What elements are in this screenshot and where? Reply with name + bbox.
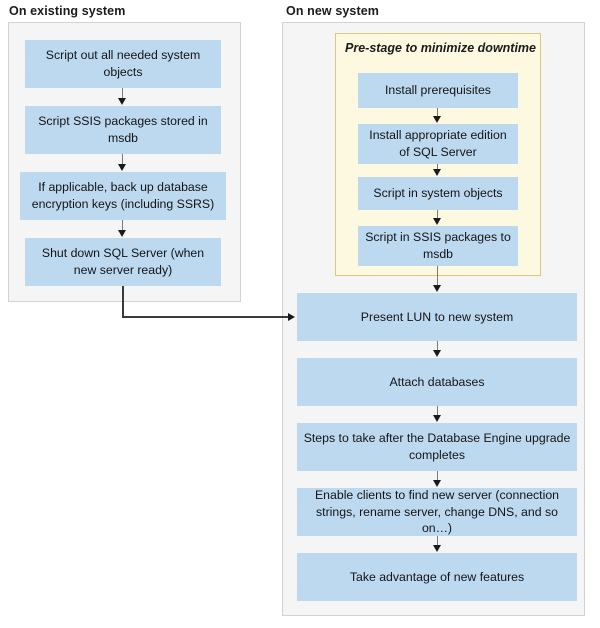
arrow-down-icon [433,169,442,176]
node-label: Enable clients to find new server (conne… [314,488,560,536]
node-label: Attach databases [389,374,485,389]
node-label: Shut down SQL Server (when new server re… [41,246,205,277]
arrow-down-icon [433,350,442,357]
arrow-down-icon [433,480,442,487]
prestage-group-title: Pre-stage to minimize downtime [345,41,537,55]
connector-line [122,220,124,231]
node-script-in-ssis-packages[interactable]: Script in SSIS packages to msdb [358,226,518,266]
node-label: Install prerequisites [385,83,491,98]
connector-line [437,266,439,286]
node-steps-after-upgrade[interactable]: Steps to take after the Database Engine … [297,423,577,471]
arrow-down-icon [118,98,127,105]
node-present-lun[interactable]: Present LUN to new system [297,293,577,341]
node-label: If applicable, back up database encrypti… [31,180,215,211]
connector-line [437,108,439,117]
connector-line [437,406,439,416]
node-label: Script SSIS packages stored in msdb [38,114,208,145]
node-label: Script in system objects [373,186,503,201]
node-script-ssis-packages[interactable]: Script SSIS packages stored in msdb [25,106,221,154]
node-shut-down-sql-server[interactable]: Shut down SQL Server (when new server re… [25,238,221,286]
connector-line [437,536,439,546]
node-backup-encryption-keys[interactable]: If applicable, back up database encrypti… [20,172,226,220]
node-label: Script in SSIS packages to msdb [365,230,511,261]
arrow-down-icon [433,285,442,292]
node-install-prerequisites[interactable]: Install prerequisites [358,73,518,108]
arrow-right-icon [288,312,295,321]
connector-line [122,154,124,165]
arrow-down-icon [433,545,442,552]
node-label: Steps to take after the Database Engine … [303,431,571,462]
arrow-down-icon [433,116,442,123]
connector-line [437,210,439,219]
node-script-out-system-objects[interactable]: Script out all needed system objects [25,40,221,88]
connector-line [437,471,439,481]
connector-line [437,164,439,170]
connector-line [437,341,439,351]
node-label: Install appropriate edition of SQL Serve… [369,128,507,159]
panel-title-existing-system: On existing system [9,4,126,18]
arrow-down-icon [433,218,442,225]
node-label: Script out all needed system objects [45,48,201,79]
node-label: Present LUN to new system [360,309,514,324]
arrow-down-icon [433,415,442,422]
cross-panel-connector-vertical [122,286,124,317]
node-install-sql-server-edition[interactable]: Install appropriate edition of SQL Serve… [358,124,518,164]
panel-title-new-system: On new system [286,4,379,18]
node-label: Take advantage of new features [349,569,525,584]
cross-panel-connector-horizontal [122,316,290,318]
node-attach-databases[interactable]: Attach databases [297,358,577,406]
connector-line [122,88,124,99]
node-script-in-system-objects[interactable]: Script in system objects [358,177,518,210]
arrow-down-icon [118,164,127,171]
node-enable-clients-find-server[interactable]: Enable clients to find new server (conne… [297,488,577,536]
node-take-advantage-new-features[interactable]: Take advantage of new features [297,553,577,601]
arrow-down-icon [118,230,127,237]
